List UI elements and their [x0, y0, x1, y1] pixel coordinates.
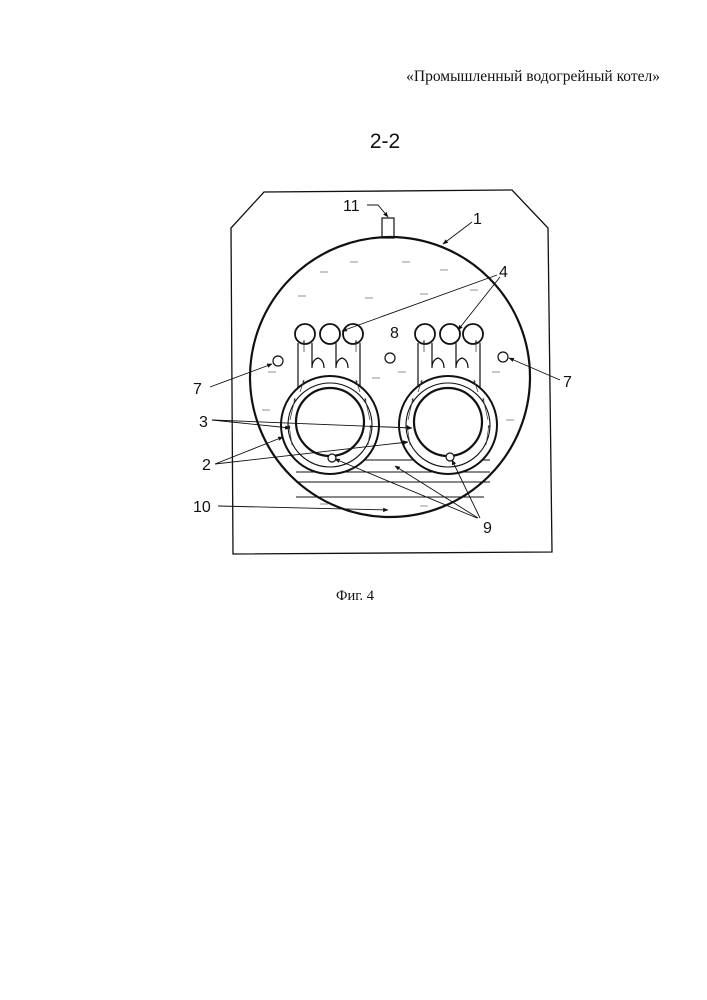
right-furnace-tube: [414, 388, 482, 456]
leader-1: [443, 222, 472, 244]
right-header-pipe-2: [440, 324, 460, 344]
callout-7-right: 7: [563, 374, 572, 391]
leader-7-left: [210, 364, 272, 387]
callout-11: 11: [343, 198, 360, 215]
boiler-shell: [250, 237, 530, 517]
callout-3: 3: [199, 414, 208, 431]
callout-10: 10: [193, 499, 211, 516]
callout-9: 9: [483, 520, 492, 537]
left-furnace-tube: [296, 388, 364, 456]
right-bottom-pipe: [446, 453, 454, 461]
side-pipe-right: [498, 352, 508, 362]
left-furnace-assembly: [281, 324, 379, 474]
leader-4-a: [342, 275, 497, 331]
side-pipe-left: [273, 356, 283, 366]
callout-7-left: 7: [193, 381, 202, 398]
leader-4-b: [458, 277, 500, 330]
right-header-pipe-1: [415, 324, 435, 344]
right-furnace-assembly: [399, 324, 497, 474]
leader-7-right: [509, 358, 560, 380]
callout-1: 1: [473, 211, 482, 228]
outlet-pipe: [382, 218, 394, 238]
left-bottom-pipe: [328, 454, 336, 462]
boiler-housing-outline: [231, 190, 552, 554]
right-header-pipe-3: [463, 324, 483, 344]
center-pipe: [385, 353, 395, 363]
figure-caption: Фиг. 4: [300, 588, 410, 605]
callout-4: 4: [499, 264, 508, 281]
left-header-pipe-2: [320, 324, 340, 344]
left-header-pipe-1: [295, 324, 315, 344]
callout-8: 8: [390, 325, 399, 342]
leader-10: [218, 506, 388, 510]
leader-11: [367, 205, 388, 217]
leader-lines: [210, 205, 560, 518]
callout-2: 2: [202, 457, 211, 474]
